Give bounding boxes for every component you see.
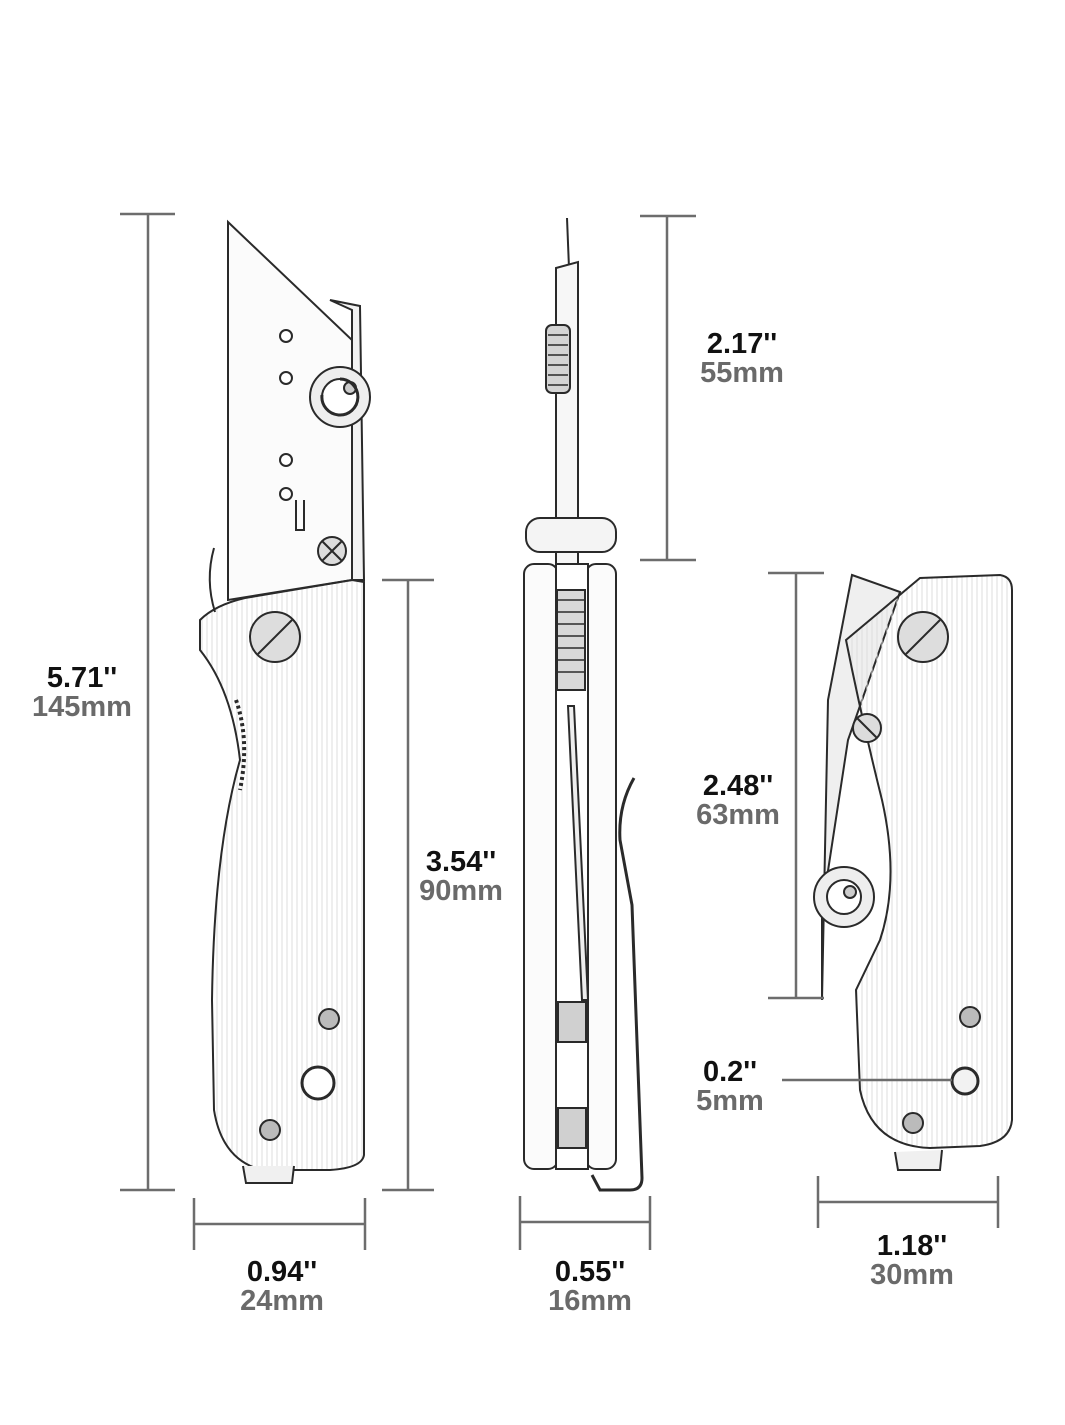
side-handle-right: [585, 563, 617, 1170]
dimension-lines: [120, 212, 1000, 1250]
blade-hole: [279, 371, 293, 385]
label-side-blade-mm: 55mm: [700, 357, 784, 389]
lanyard-hole: [300, 1065, 336, 1101]
pivot-screw-icon: [897, 611, 949, 663]
handle-screw-icon: [902, 1112, 924, 1134]
blade-hole: [279, 329, 293, 343]
side-handle-left: [523, 563, 559, 1170]
label-front-width-in: 0.94'': [246, 1256, 318, 1288]
label-closed-width-mm: 30mm: [870, 1259, 954, 1291]
label-handle-height: 3.54'' 90mm: [406, 848, 516, 906]
label-closed-width: 1.18'' 30mm: [852, 1232, 972, 1290]
front-handle: [199, 578, 365, 1171]
label-total-height-in: 5.71'': [46, 662, 118, 694]
pivot-screw-icon: [249, 611, 301, 663]
label-total-height: 5.71'' 145mm: [22, 664, 142, 722]
label-hole: 0.2'' 5mm: [678, 1058, 782, 1116]
side-wheel: [545, 324, 571, 394]
label-side-blade-in: 2.17'': [706, 328, 778, 360]
label-closed-blade-in: 2.48'': [702, 770, 774, 802]
blade-hole: [279, 453, 293, 467]
blade-screw-icon: [852, 713, 882, 743]
label-side-thickness: 0.55'' 16mm: [530, 1258, 650, 1316]
handle-screw-icon: [259, 1119, 281, 1141]
label-total-height-mm: 145mm: [32, 691, 132, 723]
thumb-wheel-icon: [309, 366, 371, 428]
side-view-knife: [523, 217, 644, 1192]
label-handle-height-in: 3.54'': [425, 846, 497, 878]
label-hole-mm: 5mm: [696, 1085, 764, 1117]
label-side-thickness-mm: 16mm: [548, 1285, 632, 1317]
thumb-wheel-icon: [813, 866, 875, 928]
lanyard-hole: [950, 1066, 980, 1096]
closed-handle: [844, 573, 1013, 1150]
blade-hole: [279, 487, 293, 501]
handle-screw-icon: [959, 1006, 981, 1028]
label-front-width: 0.94'' 24mm: [222, 1258, 342, 1316]
pocket-clip: [590, 777, 644, 1192]
label-front-width-mm: 24mm: [240, 1285, 324, 1317]
label-side-blade: 2.17'' 55mm: [682, 330, 802, 388]
label-closed-blade-mm: 63mm: [696, 799, 780, 831]
label-closed-blade: 2.48'' 63mm: [678, 772, 798, 830]
handle-screw-icon: [318, 1008, 340, 1030]
label-handle-height-mm: 90mm: [419, 875, 503, 907]
blade-screw-icon: [317, 536, 347, 566]
closed-view-knife: [813, 573, 1013, 1171]
label-hole-in: 0.2'': [702, 1056, 758, 1088]
front-view-knife: [199, 219, 371, 1184]
label-closed-width-in: 1.18'': [876, 1230, 948, 1262]
label-side-thickness-in: 0.55'': [554, 1256, 626, 1288]
